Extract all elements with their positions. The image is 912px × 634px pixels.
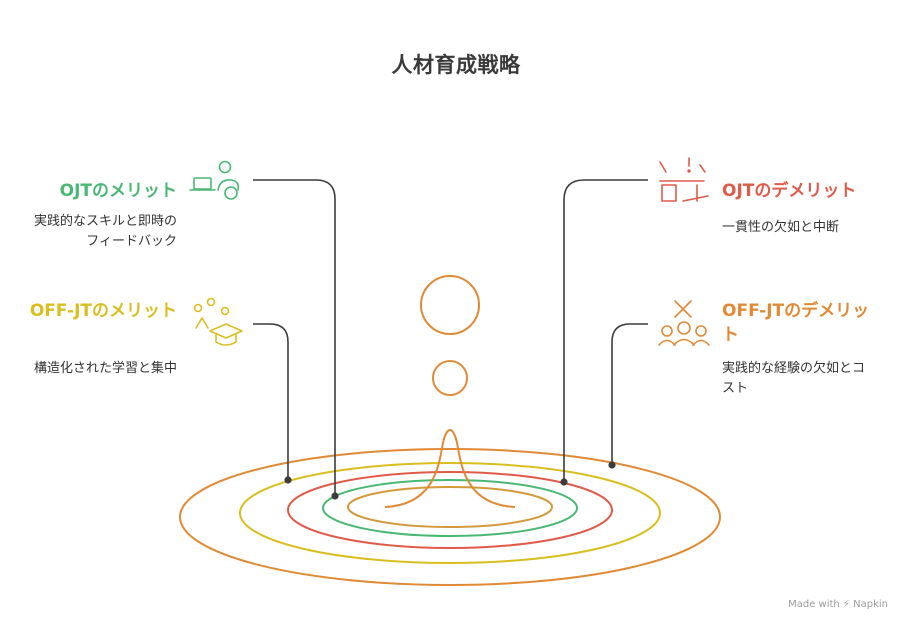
ojt-merit-heading: OJTのメリット	[59, 181, 177, 201]
off-jt-merit-heading: OFF-JTのメリット	[29, 301, 177, 321]
group-cross-icon	[658, 300, 710, 346]
connector-off-jt-merit	[253, 323, 289, 480]
diagram-title: 人材育成戦略	[391, 53, 521, 77]
connector-dot-off-jt-demerit	[608, 461, 616, 469]
ring-off-jt-merit	[239, 462, 661, 564]
ring-ojt-merit	[322, 479, 578, 537]
laptop-user-icon	[189, 160, 240, 200]
off-jt-merit-description: 構造化された学習と集中	[33, 361, 177, 376]
broken-desk-icon	[659, 157, 709, 202]
drop-large	[420, 275, 480, 335]
ring-off-jt-demerit	[179, 448, 721, 586]
splash-peak	[384, 429, 516, 508]
off-jt-demerit-description: 実践的な経験の欠如とコスト	[722, 361, 866, 397]
graduation-cap-icon	[193, 297, 243, 346]
ring-ojt-demerit	[287, 471, 613, 549]
connector-dot-off-jt-merit	[284, 476, 292, 484]
ring-core	[347, 486, 553, 528]
drop-small	[432, 360, 468, 396]
connector-dot-ojt-merit	[331, 492, 339, 500]
ojt-demerit-heading: OJTのデメリット	[722, 181, 857, 201]
connector-ojt-merit	[253, 179, 336, 496]
ojt-merit-description: 実践的なスキルと即時のフィードバック	[33, 214, 177, 250]
connector-off-jt-demerit	[611, 323, 648, 465]
off-jt-demerit-heading: OFF-JTのデメリット	[722, 301, 870, 345]
connector-ojt-demerit	[563, 179, 648, 482]
connector-dot-ojt-demerit	[560, 478, 568, 486]
napkin-watermark: Made with ⚡ Napkin	[788, 598, 888, 610]
ojt-demerit-description: 一貫性の欠如と中断	[722, 220, 840, 235]
